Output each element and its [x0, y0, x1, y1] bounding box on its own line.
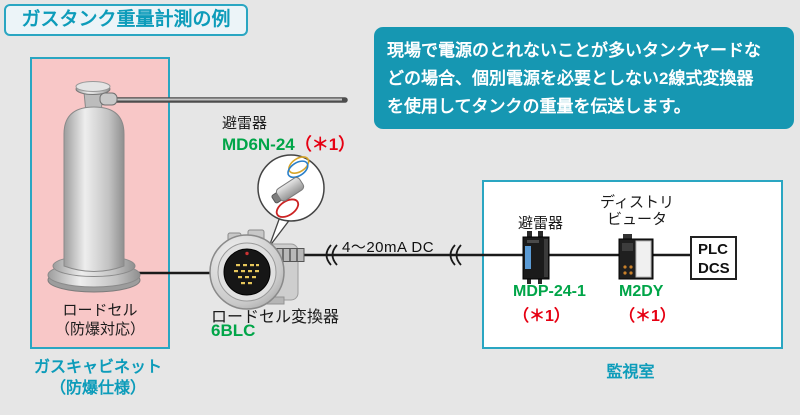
dcs-line: DCS — [698, 260, 730, 277]
page-title: ガスタンク重量計測の例 — [4, 4, 248, 36]
monitor-arrester-model: MDP-24-1 — [513, 283, 586, 300]
distributor-model: M2DY — [619, 283, 664, 300]
field-arrester-label: 避雷器 — [222, 115, 268, 132]
info-line-2: どの場合、個別電源を必要としない2線式変換器 — [387, 69, 754, 88]
arrester-callout — [257, 154, 325, 248]
info-line-1: 現場で電源のとれないことが多いタンクヤードな — [387, 41, 761, 60]
field-arrester-note: （＊1） — [294, 135, 356, 154]
gas-cabinet-caption: ガスキャビネット （防爆仕様） — [10, 357, 186, 399]
converter-model: 6BLC — [211, 321, 256, 340]
monitor-room-caption: 監視室 — [606, 364, 655, 381]
distributor-label-line1: ディストリ — [600, 194, 674, 211]
info-callout-box: 現場で電源のとれないことが多いタンクヤードな どの場合、個別電源を必要としない2… — [374, 27, 794, 129]
distributor-label-line2: ビュータ — [606, 211, 667, 228]
md6n-device — [271, 156, 310, 218]
field-arrester-model-line: MD6N-24（＊1） — [222, 130, 355, 155]
monitor-arrester-note: （＊1） — [513, 308, 570, 325]
load-cell-label-line1: ロードセル — [62, 302, 138, 319]
cable-break-right — [449, 244, 462, 266]
signal-line-label: 4～20mA DC — [342, 239, 435, 256]
gas-cabinet-caption-line1: ガスキャビネット — [33, 359, 162, 376]
gas-cabinet-box: ロードセル （防爆対応） — [30, 57, 170, 349]
field-arrester-model: MD6N-24 — [222, 135, 295, 154]
monitor-arrester-label: 避雷器 — [517, 215, 563, 232]
distributor-label: ディストリ ビュータ — [595, 194, 679, 228]
load-cell-label: ロードセル （防爆対応） — [32, 301, 168, 339]
plc-line: PLC — [698, 241, 728, 258]
info-line-3: を使用してタンクの重量を伝送します。 — [387, 97, 691, 116]
load-cell-converter-device — [209, 229, 305, 310]
gas-cabinet-caption-line2: （防爆仕様） — [49, 380, 146, 397]
plc-dcs-box: PLC DCS — [690, 236, 737, 280]
converter-label: ロードセル変換器 — [211, 309, 340, 326]
cable-break-left — [325, 244, 338, 266]
distributor-note: （＊1） — [619, 308, 676, 325]
load-cell-label-line2: （防爆対応） — [54, 321, 145, 338]
